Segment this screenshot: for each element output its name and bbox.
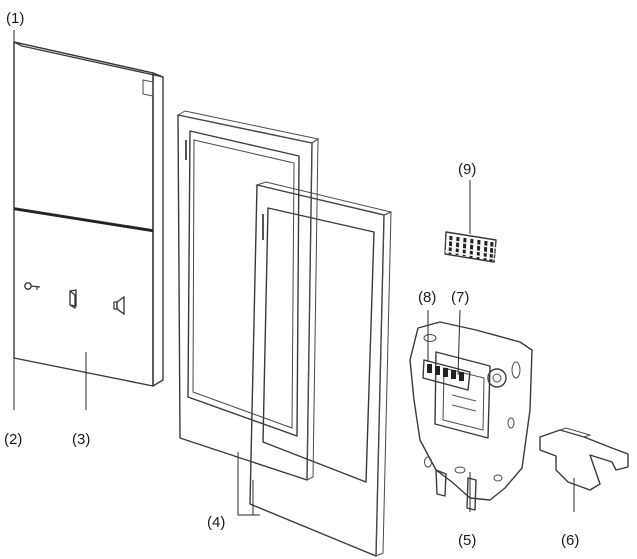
callout-6: (6) bbox=[561, 532, 579, 549]
pad-grid bbox=[444, 231, 497, 263]
terminal-block bbox=[422, 359, 471, 391]
key-icon bbox=[24, 282, 41, 290]
panel-tab bbox=[142, 79, 154, 97]
callout-8: (8) bbox=[418, 289, 436, 306]
callout-5: (5) bbox=[458, 532, 476, 549]
callout-3: (3) bbox=[72, 431, 90, 448]
leader-7 bbox=[457, 309, 461, 376]
leader-lines bbox=[13, 30, 575, 516]
leader-4b bbox=[252, 480, 260, 516]
callout-1: (1) bbox=[6, 10, 24, 27]
panel-seam bbox=[13, 207, 154, 233]
connector-module bbox=[434, 351, 491, 439]
door-open-icon bbox=[69, 289, 77, 310]
speaker-icon bbox=[113, 295, 125, 316]
panel-side-face bbox=[152, 72, 164, 387]
callout-2: (2) bbox=[4, 431, 22, 448]
front-panel bbox=[13, 41, 164, 387]
frame-front bbox=[176, 110, 320, 481]
callout-labels: (1) (2) (3) (4) (5) (6) (7) (8) (9) bbox=[4, 10, 579, 549]
callout-7: (7) bbox=[451, 289, 469, 306]
frame-rear bbox=[249, 181, 393, 557]
callout-4: (4) bbox=[207, 514, 225, 531]
bracket-clip bbox=[539, 427, 629, 492]
cover-frames bbox=[176, 110, 393, 557]
mounting-plate bbox=[409, 321, 533, 511]
callout-9: (9) bbox=[458, 161, 476, 178]
plate-outline bbox=[409, 321, 533, 501]
panel-lower-cover bbox=[13, 207, 154, 387]
